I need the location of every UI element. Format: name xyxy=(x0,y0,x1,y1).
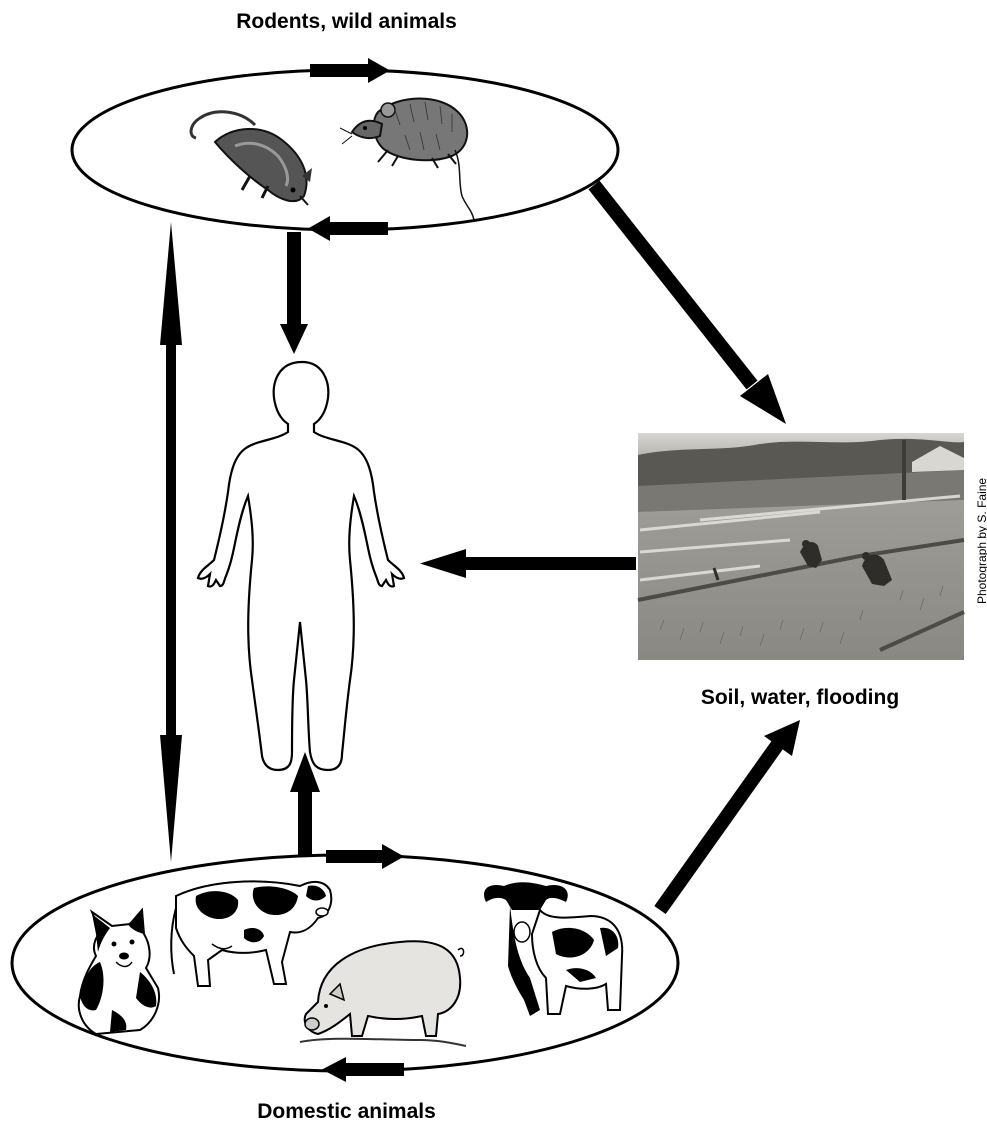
rice-paddy-photo xyxy=(638,433,964,660)
top-cycle-arrow-right xyxy=(310,58,390,83)
pig-icon xyxy=(300,941,466,1046)
human-outline-icon xyxy=(198,362,404,770)
buffalo-icon xyxy=(484,882,622,1016)
arrow-rodents-to-environment xyxy=(594,185,786,424)
arrow-domestic-to-human xyxy=(290,752,320,856)
dog-icon xyxy=(79,910,159,1034)
label-domestic-animals: Domestic animals xyxy=(0,1100,693,1124)
arrow-rodents-to-human xyxy=(280,232,308,354)
rat-icon xyxy=(340,99,474,221)
label-rodents-wild-animals: Rodents, wild animals xyxy=(0,10,693,34)
bottom-cycle-arrow-left xyxy=(322,1057,404,1082)
arrow-rodents-domestic-bidirectional xyxy=(160,222,182,862)
opossum-icon xyxy=(191,112,312,205)
bottom-cycle-arrow-right xyxy=(326,844,404,869)
rodents-ellipse xyxy=(72,70,618,230)
cow-icon xyxy=(171,881,331,986)
top-cycle-arrow-left xyxy=(308,216,388,241)
arrow-domestic-to-environment xyxy=(660,720,800,910)
label-soil-water-flooding: Soil, water, flooding xyxy=(640,686,960,710)
photo-credit: Photograph by S. Faine xyxy=(975,478,987,604)
arrow-environment-to-human xyxy=(420,549,636,578)
